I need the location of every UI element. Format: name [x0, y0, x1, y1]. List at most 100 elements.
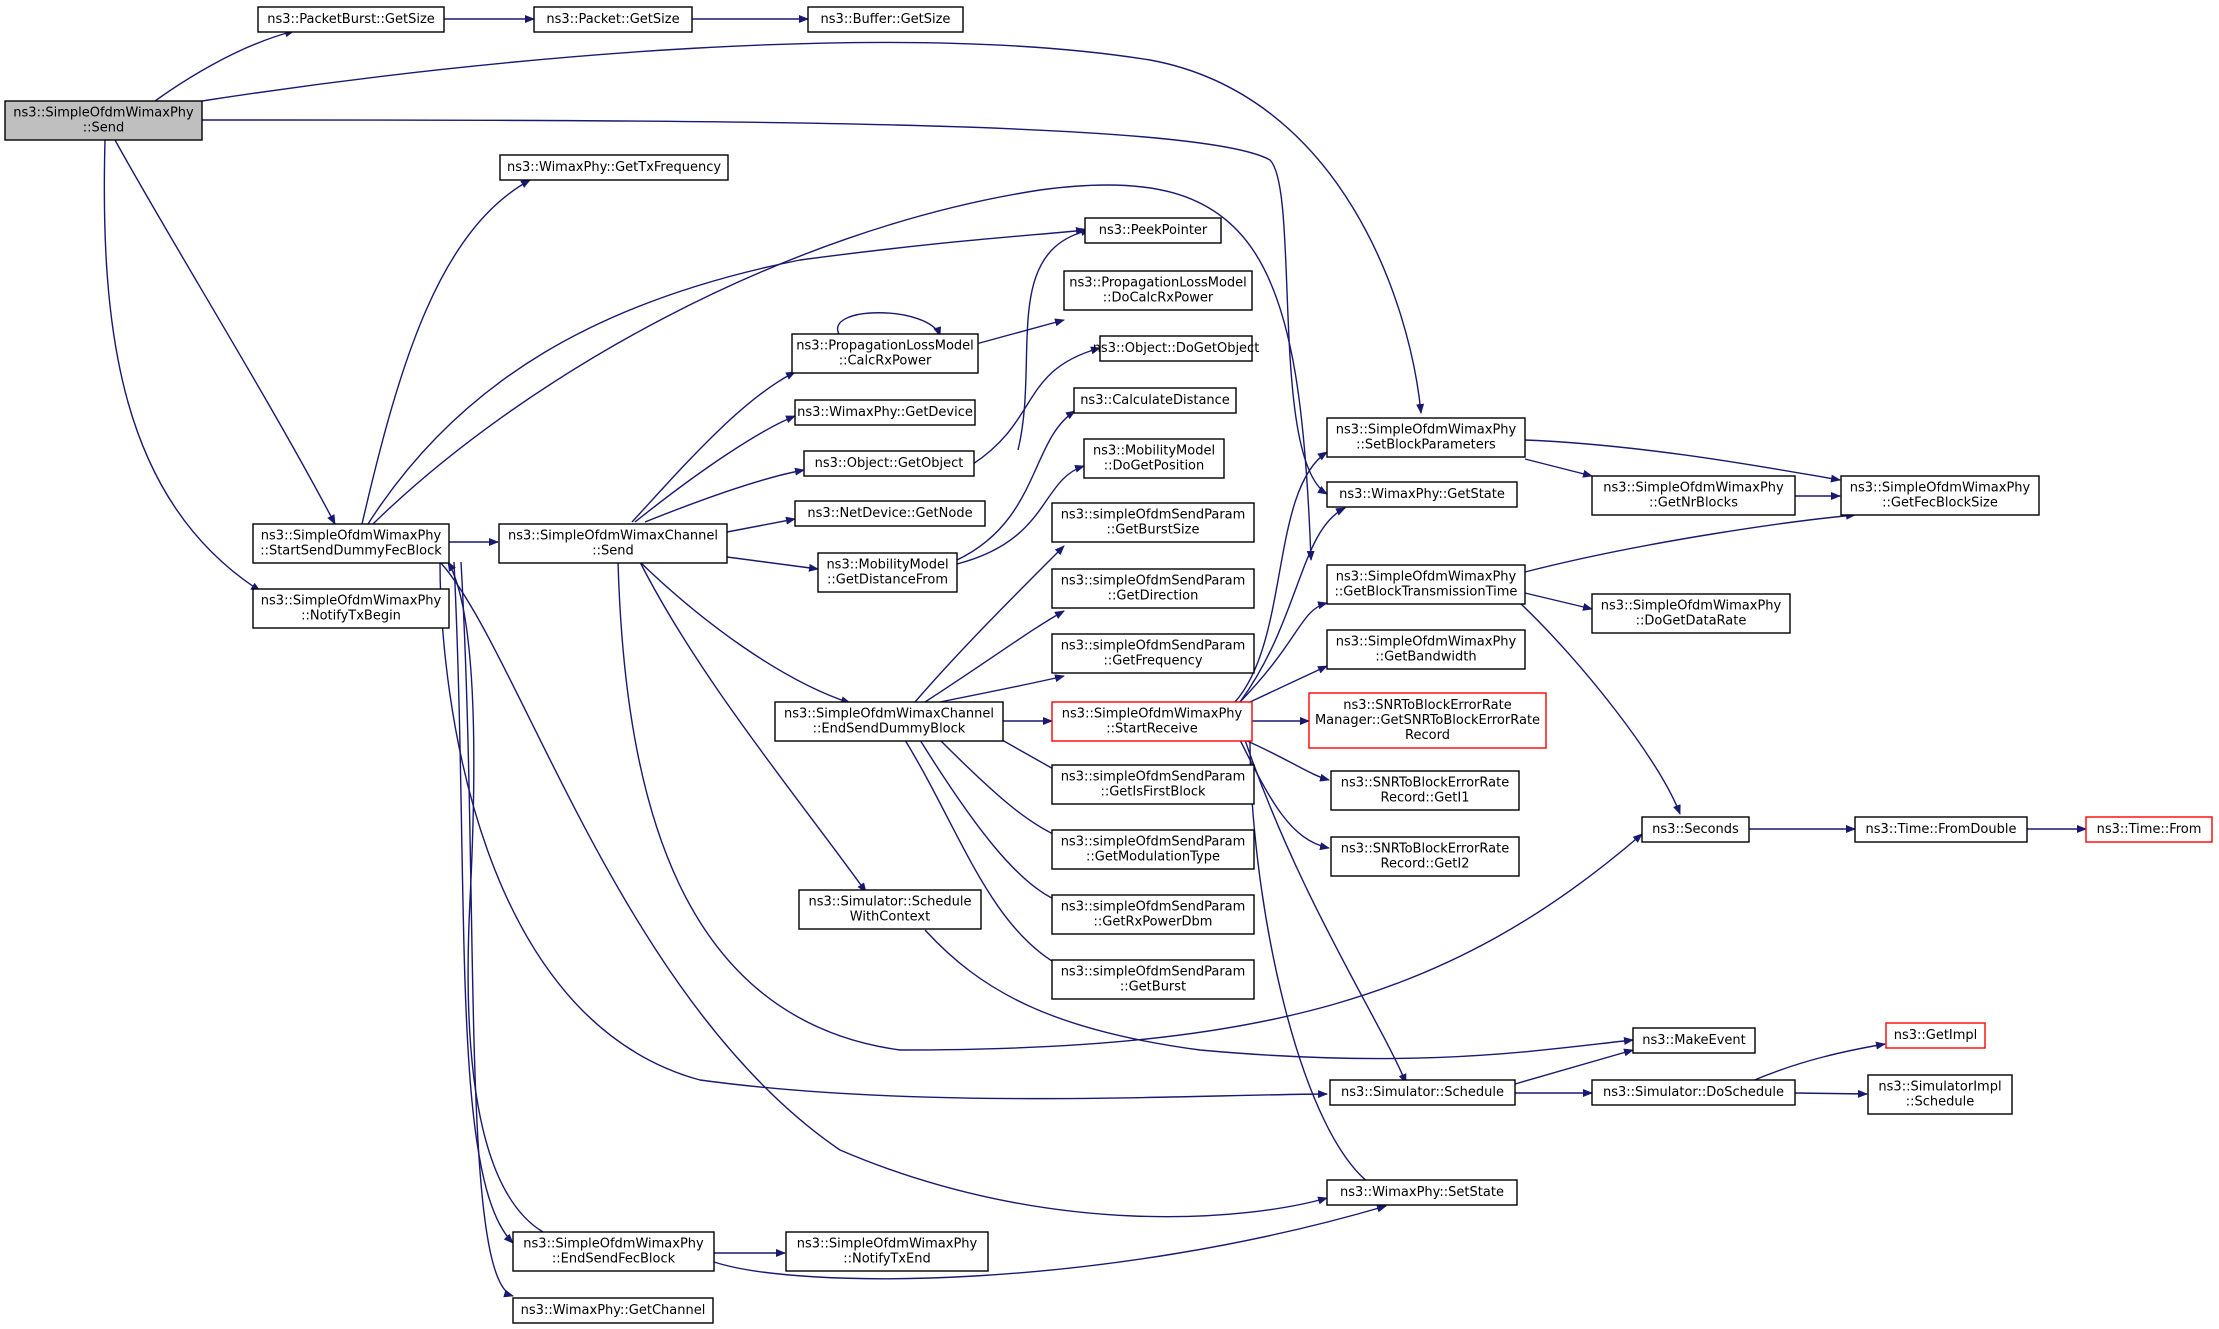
- node-get-direction[interactable]: ns3::simpleOfdmSendParam::GetDirection: [1051, 568, 1255, 609]
- node-start-receive[interactable]: ns3::SimpleOfdmWimaxPhy::StartReceive: [1051, 701, 1253, 742]
- node-do-get-data-rate[interactable]: ns3::SimpleOfdmWimaxPhy::DoGetDataRate: [1591, 593, 1791, 634]
- node-label-line: ::CalcRxPower: [839, 354, 932, 369]
- node-get-rx-power[interactable]: ns3::simpleOfdmSendParam::GetRxPowerDbm: [1051, 894, 1255, 935]
- node-label-line: ns3::PacketBurst::GetSize: [267, 12, 435, 27]
- edge-endsenddummy-getmodtype: [939, 739, 1065, 840]
- node-label-line: ::GetDistanceFrom: [827, 573, 948, 588]
- node-get-device[interactable]: ns3::WimaxPhy::GetDevice: [794, 399, 976, 426]
- node-get-object[interactable]: ns3::Object::GetObject: [803, 450, 975, 477]
- node-do-get-object[interactable]: ns3::Object::DoGetObject: [1093, 335, 1260, 362]
- edge-chansend-endsenddummy: [639, 561, 851, 704]
- node-box: [1591, 1079, 1796, 1106]
- node-get-impl[interactable]: ns3::GetImpl: [1885, 1022, 1986, 1049]
- node-get-frequency[interactable]: ns3::simpleOfdmSendParam::GetFrequency: [1051, 633, 1255, 674]
- node-get-fec-block-size[interactable]: ns3::SimpleOfdmWimaxPhy::GetFecBlockSize: [1840, 475, 2040, 516]
- node-label-line: ns3::simpleOfdmSendParam: [1061, 900, 1246, 915]
- node-label-line: ns3::SimpleOfdmWimaxChannel: [508, 529, 718, 544]
- edge-doschedule-getimpl: [1749, 1041, 1886, 1083]
- node-box: [252, 588, 450, 629]
- node-label-line: ::NotifyTxEnd: [843, 1252, 931, 1267]
- node-chan-send[interactable]: ns3::SimpleOfdmWimaxChannel::Send: [498, 523, 728, 564]
- node-label-line: ns3::SimpleOfdmWimaxPhy: [797, 1237, 978, 1252]
- node-set-state[interactable]: ns3::WimaxPhy::SetState: [1326, 1179, 1518, 1206]
- call-edges: [103, 15, 2087, 1298]
- node-box: [1330, 836, 1520, 877]
- node-label-line: ::DoCalcRxPower: [1103, 291, 1214, 306]
- node-send[interactable]: ns3::SimpleOfdmWimaxPhy::Send: [4, 100, 203, 141]
- node-set-block-params[interactable]: ns3::SimpleOfdmWimaxPhy::SetBlockParamet…: [1326, 417, 1526, 458]
- node-time-from[interactable]: ns3::Time::From: [2085, 816, 2213, 843]
- node-label-line: ns3::MobilityModel: [1093, 444, 1215, 459]
- node-label-line: ns3::SNRToBlockErrorRate: [1341, 842, 1509, 857]
- node-get-mod-type[interactable]: ns3::simpleOfdmSendParam::GetModulationT…: [1051, 829, 1255, 870]
- edge-startsend-schedule: [439, 561, 1328, 1100]
- node-do-get-pos[interactable]: ns3::MobilityModel::DoGetPosition: [1083, 438, 1225, 479]
- node-label-line: ns3::WimaxPhy::GetTxFrequency: [507, 160, 721, 175]
- node-schedule[interactable]: ns3::Simulator::Schedule: [1329, 1079, 1516, 1106]
- edge-startreceive-setstate: [1249, 739, 1377, 1189]
- node-calc-dist[interactable]: ns3::CalculateDistance: [1073, 387, 1237, 414]
- node-pb-get-size[interactable]: ns3::PacketBurst::GetSize: [257, 6, 445, 33]
- node-box: [1885, 1022, 1986, 1049]
- node-impl-schedule[interactable]: ns3::SimulatorImpl::Schedule: [1867, 1074, 2013, 1115]
- node-box: [1330, 770, 1520, 811]
- node-get-is-first-block[interactable]: ns3::simpleOfdmSendParam::GetIsFirstBloc…: [1051, 764, 1255, 805]
- node-box: [1051, 829, 1255, 870]
- node-label-line: ns3::Time::From: [2097, 822, 2202, 837]
- edge-chansend-getdevice: [634, 415, 796, 523]
- node-label-line: ::StartReceive: [1106, 722, 1197, 737]
- node-get-state[interactable]: ns3::WimaxPhy::GetState: [1326, 481, 1518, 508]
- node-box: [1308, 692, 1547, 749]
- node-get-burst-size[interactable]: ns3::simpleOfdmSendParam::GetBurstSize: [1051, 502, 1255, 543]
- node-end-send-fec[interactable]: ns3::SimpleOfdmWimaxPhy::EndSendFecBlock: [512, 1231, 715, 1272]
- node-label-line: ns3::Seconds: [1652, 822, 1739, 837]
- node-box: [1867, 1074, 2013, 1115]
- node-label-line: ns3::PeekPointer: [1099, 223, 1208, 238]
- node-box: [2085, 816, 2213, 843]
- node-pkt-get-size[interactable]: ns3::Packet::GetSize: [533, 6, 693, 33]
- node-get-bandwidth[interactable]: ns3::SimpleOfdmWimaxPhy::GetBandwidth: [1326, 629, 1526, 670]
- node-notify-tx-end[interactable]: ns3::SimpleOfdmWimaxPhy::NotifyTxEnd: [785, 1231, 989, 1272]
- edge-doschedule-implschedule: [1794, 1089, 1868, 1098]
- node-calc-rx[interactable]: ns3::PropagationLossModel::CalcRxPower: [791, 333, 979, 374]
- node-get-dist-from[interactable]: ns3::MobilityModel::GetDistanceFrom: [817, 552, 958, 593]
- node-get-node[interactable]: ns3::NetDevice::GetNode: [794, 500, 986, 527]
- edge-chansend-getobject: [644, 467, 805, 523]
- node-notify-tx-begin[interactable]: ns3::SimpleOfdmWimaxPhy::NotifyTxBegin: [252, 588, 450, 629]
- node-get-burst[interactable]: ns3::simpleOfdmSendParam::GetBurst: [1051, 959, 1255, 1000]
- edge-setblockparams-getnrblocks: [1524, 458, 1593, 478]
- node-label-line: ::GetFrequency: [1103, 654, 1202, 669]
- node-label-line: ns3::SimpleOfdmWimaxPhy: [1603, 481, 1784, 496]
- edge-startreceive-geti1: [1244, 739, 1330, 782]
- node-box: [1641, 816, 1750, 843]
- node-buf-get-size[interactable]: ns3::Buffer::GetSize: [807, 6, 964, 33]
- node-get-snr-record[interactable]: ns3::SNRToBlockErrorRateManager::GetSNRT…: [1308, 692, 1547, 749]
- node-start-send-dummy[interactable]: ns3::SimpleOfdmWimaxPhy::StartSendDummyF…: [252, 523, 450, 564]
- edge-calcrx-self: [836, 312, 942, 337]
- node-get-block-tx-time[interactable]: ns3::SimpleOfdmWimaxPhy::GetBlockTransmi…: [1326, 564, 1526, 605]
- node-peek-pointer[interactable]: ns3::PeekPointer: [1084, 217, 1222, 244]
- edge-send-setblockparameters: [201, 41, 1425, 414]
- node-get-nr-blocks[interactable]: ns3::SimpleOfdmWimaxPhy::GetNrBlocks: [1591, 475, 1796, 516]
- node-make-event[interactable]: ns3::MakeEvent: [1632, 1027, 1756, 1054]
- node-box: [1084, 217, 1222, 244]
- edge-startreceive-schedule: [1244, 739, 1407, 1084]
- edge-startsend-setstate: [439, 561, 1328, 1218]
- node-label-line: ns3::CalculateDistance: [1080, 393, 1230, 408]
- node-label-line: ::GetBlockTransmissionTime: [1335, 585, 1518, 600]
- node-do-schedule[interactable]: ns3::Simulator::DoSchedule: [1591, 1079, 1796, 1106]
- node-do-calc-rx[interactable]: ns3::PropagationLossModel::DoCalcRxPower: [1063, 270, 1253, 311]
- node-from-double[interactable]: ns3::Time::FromDouble: [1854, 816, 2028, 843]
- node-label-line: ns3::SNRToBlockErrorRate: [1341, 776, 1509, 791]
- node-seconds[interactable]: ns3::Seconds: [1641, 816, 1750, 843]
- node-end-send-dummy[interactable]: ns3::SimpleOfdmWimaxChannel::EndSendDumm…: [774, 701, 1004, 742]
- node-label-line: Manager::GetSNRToBlockErrorRate: [1315, 713, 1540, 728]
- node-label-line: ::Send: [592, 544, 634, 559]
- edge-startreceive-getbandwidth: [1249, 665, 1328, 703]
- node-box: [798, 889, 982, 930]
- node-get-channel[interactable]: ns3::WimaxPhy::GetChannel: [512, 1297, 714, 1324]
- node-get-tx-freq[interactable]: ns3::WimaxPhy::GetTxFrequency: [499, 154, 729, 181]
